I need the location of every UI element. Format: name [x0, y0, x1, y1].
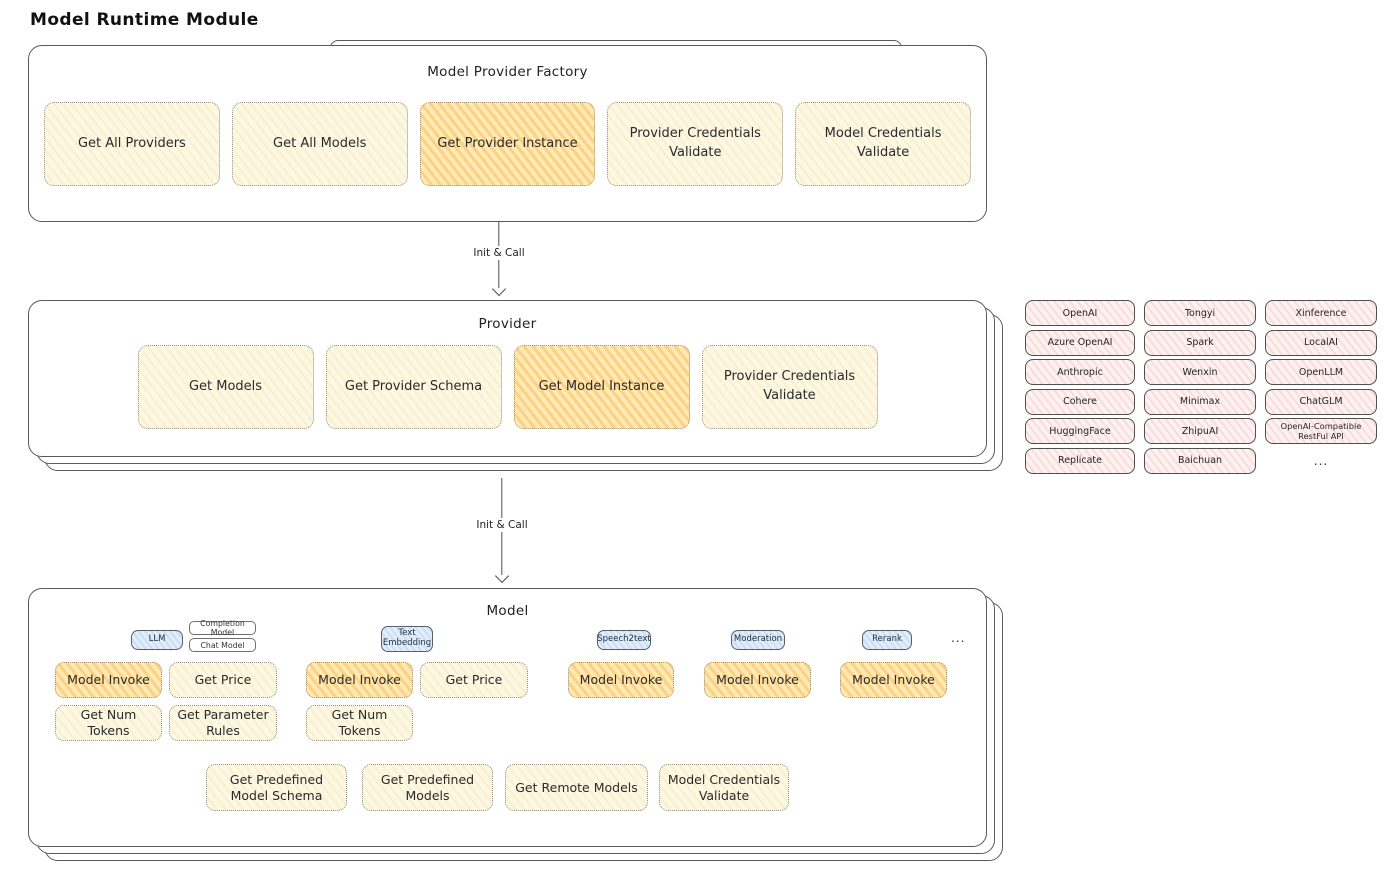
provider-chip: ZhipuAI [1144, 418, 1256, 444]
model-bottom-button: Model Credentials Validate [659, 764, 789, 811]
tag-speech2text: Speech2text [597, 630, 651, 650]
tag-moderation: Moderation [731, 630, 785, 650]
provider-chip: OpenAI-Compatible RestFul API [1265, 418, 1377, 444]
provider-chip: OpenLLM [1265, 359, 1377, 385]
provider-chip: Cohere [1025, 388, 1135, 415]
arrow-head-icon [491, 281, 507, 297]
provider-chip: Baichuan [1144, 447, 1256, 474]
provider-title: Provider [478, 316, 537, 332]
provider-chip: Xinference [1265, 300, 1377, 326]
factory-button: Get Provider Instance [419, 102, 596, 186]
tag-rerank: Rerank [862, 630, 912, 650]
provider-button: Get Provider Schema [325, 345, 502, 429]
provider-chip: ChatGLM [1265, 388, 1377, 415]
page-title: Model Runtime Module [30, 10, 259, 30]
factory-box: Model Provider Factory Get All Providers… [28, 45, 987, 222]
provider-chip: Replicate [1025, 447, 1135, 474]
factory-title: Model Provider Factory [427, 64, 588, 80]
model-box: Model LLM Completion Model Chat Model Te… [28, 588, 987, 847]
tag-llm: LLM [131, 630, 183, 650]
text-embedding-model-invoke-button: Model Invoke [306, 662, 413, 698]
text-embedding-get-price-button: Get Price [420, 662, 528, 698]
moderation-model-invoke-button: Model Invoke [704, 662, 811, 698]
init-call-arrow-2: Init & Call [462, 478, 542, 584]
arrow-head-icon [494, 568, 510, 584]
model-bottom-button: Get Predefined Model Schema [206, 764, 347, 811]
provider-chip: Minimax [1144, 388, 1256, 415]
llm-model-invoke-button: Model Invoke [55, 662, 162, 698]
init-call-arrow-1: Init & Call [459, 222, 539, 297]
provider-button: Provider Credentials Validate [701, 345, 878, 429]
tag-text-embedding: Text Embedding [381, 626, 433, 652]
model-bottom-button: Get Predefined Models [362, 764, 493, 811]
factory-button: Model Credentials Validate [795, 102, 971, 186]
factory-button: Get All Providers [44, 102, 220, 186]
speech2text-model-invoke-button: Model Invoke [568, 662, 674, 698]
provider-chip: Tongyi [1144, 300, 1256, 326]
provider-list-more-ellipsis: ... [1313, 453, 1329, 468]
tags-more-ellipsis: ... [951, 631, 966, 645]
provider-chip: Anthropic [1025, 359, 1135, 385]
arrow-label: Init & Call [468, 246, 530, 260]
tag-chat-model: Chat Model [189, 638, 256, 652]
provider-chip: LocalAI [1265, 329, 1377, 356]
llm-get-price-button: Get Price [169, 662, 277, 698]
tag-completion-model: Completion Model [189, 619, 256, 637]
provider-chip: Spark [1144, 329, 1256, 356]
model-section: Model LLM Completion Model Chat Model Te… [28, 588, 1028, 878]
provider-chip: Azure OpenAI [1025, 329, 1135, 356]
rerank-model-invoke-button: Model Invoke [840, 662, 947, 698]
provider-button: Get Models [137, 345, 314, 429]
text-embedding-get-num-tokens-button: Get Num Tokens [306, 705, 413, 741]
arrow-label: Init & Call [471, 518, 533, 532]
provider-chip: OpenAI [1025, 300, 1135, 326]
provider-chip: Wenxin [1144, 359, 1256, 385]
llm-get-parameter-rules-button: Get Parameter Rules [169, 705, 277, 741]
model-bottom-button: Get Remote Models [505, 764, 648, 811]
provider-button: Get Model Instance [513, 345, 690, 429]
model-title: Model [486, 603, 529, 619]
factory-button: Provider Credentials Validate [607, 102, 784, 186]
factory-section: Model Provider Factory Get All Providers… [28, 40, 988, 222]
llm-get-num-tokens-button: Get Num Tokens [55, 705, 162, 741]
provider-chip: HuggingFace [1025, 418, 1135, 444]
factory-button: Get All Models [231, 102, 408, 186]
